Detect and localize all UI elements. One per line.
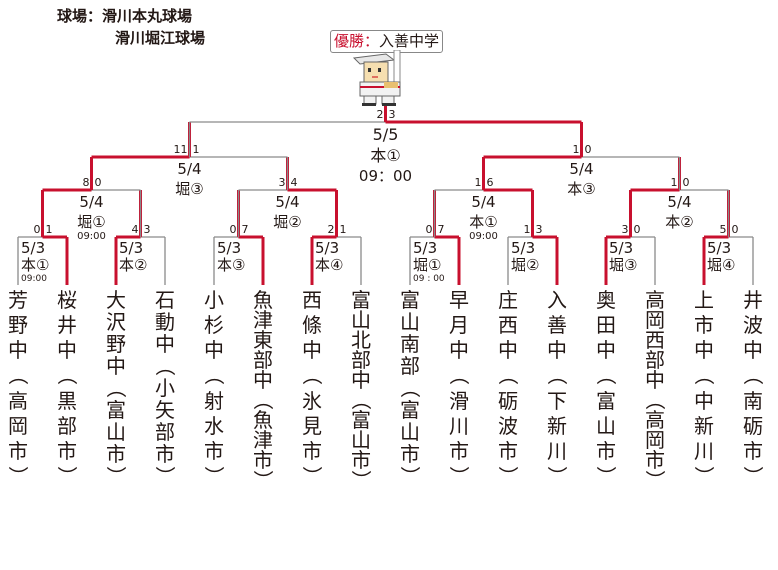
match-time: 09:00: [469, 231, 498, 242]
team-name: 魚津東部中（魚津市）: [251, 288, 275, 490]
match-venue: 本④: [315, 256, 344, 274]
score-left: 5: [719, 223, 727, 236]
team-name: 入善中（下新川）: [545, 288, 569, 486]
score-right: 1: [192, 143, 200, 156]
team-name: 富山南部（富山市）: [398, 288, 422, 486]
champion-box: 優勝：入善中学: [330, 30, 444, 53]
score-right: 0: [633, 223, 641, 236]
team-name: 井波中（南砺市）: [741, 288, 765, 486]
match-venue: 堀①: [77, 213, 106, 231]
score-left: 2: [376, 108, 384, 121]
team-name: 桜井中（黒部市）: [55, 288, 79, 486]
match-date: 5/3: [609, 239, 634, 257]
match-date: 5/3: [413, 239, 438, 257]
score-left: 4: [131, 223, 139, 236]
team-name: 高岡西部中（高岡市）: [643, 288, 667, 490]
match-time: 09:00: [77, 231, 106, 242]
score-left: 1: [572, 143, 580, 156]
team-name: 奥田中（富山市）: [594, 288, 618, 486]
match-venue: 堀②: [511, 256, 540, 274]
score-right: 7: [241, 223, 249, 236]
score-right: 0: [731, 223, 739, 236]
score-right: 3: [143, 223, 151, 236]
match-venue: 堀③: [175, 180, 204, 198]
team-name: 石動中（小矢部市）: [153, 288, 177, 486]
score-right: 0: [584, 143, 592, 156]
score-right: 1: [339, 223, 347, 236]
match-venue: 本①: [21, 256, 50, 274]
match-date: 5/4: [569, 160, 594, 178]
score-left: 3: [621, 223, 629, 236]
match-venue: 本①: [469, 213, 498, 231]
match-venue: 堀②: [273, 213, 302, 231]
team-name: 小杉中（射水市）: [202, 288, 226, 486]
match-date: 5/3: [21, 239, 46, 257]
match-date: 5/4: [275, 193, 300, 211]
match-time: 09 : 00: [413, 274, 445, 284]
match-date: 5/4: [79, 193, 104, 211]
match-time: 09:00: [21, 274, 47, 284]
score-right: 0: [682, 176, 690, 189]
match-venue: 本③: [567, 180, 596, 198]
match-date: 5/3: [315, 239, 340, 257]
team-name: 上市中（中新川）: [692, 288, 716, 486]
score-left: 8: [82, 176, 90, 189]
score-right: 1: [45, 223, 53, 236]
team-name: 富山北部中（富山市）: [349, 288, 373, 490]
champion-label: 優勝：: [334, 32, 380, 50]
match-venue: 堀①: [413, 256, 442, 274]
match-date: 5/5: [372, 125, 399, 144]
match-date: 5/3: [119, 239, 144, 257]
match-venue: 本①: [370, 146, 401, 165]
score-left: 1: [523, 223, 531, 236]
match-date: 5/4: [471, 193, 496, 211]
team-name: 早月中（滑川市）: [447, 288, 471, 486]
mascot-icon: [352, 50, 401, 106]
match-date: 5/4: [667, 193, 692, 211]
score-left: 0: [33, 223, 41, 236]
score-left: 11: [173, 143, 188, 156]
score-right: 6: [486, 176, 494, 189]
score-right: 4: [290, 176, 298, 189]
score-right: 0: [94, 176, 102, 189]
score-right: 3: [388, 108, 396, 121]
score-right: 7: [437, 223, 445, 236]
score-left: 0: [425, 223, 433, 236]
team-name: 芳野中（高岡市）: [6, 288, 30, 486]
match-date: 5/3: [707, 239, 732, 257]
match-venue: 本②: [119, 256, 148, 274]
team-name: 大沢野中（富山市）: [104, 288, 128, 486]
match-venue: 本②: [665, 213, 694, 231]
team-name: 庄西中（砺波市）: [496, 288, 520, 486]
match-venue: 堀③: [609, 256, 638, 274]
champion-team: 入善中学: [379, 32, 440, 50]
score-left: 2: [327, 223, 335, 236]
team-name: 西條中（氷見市）: [300, 288, 324, 486]
match-time: 09：00: [358, 167, 413, 185]
venue-label: 球場：滑川本丸球場: [57, 7, 193, 25]
score-left: 3: [278, 176, 286, 189]
match-date: 5/4: [177, 160, 202, 178]
match-date: 5/3: [217, 239, 242, 257]
venue-secondary: 滑川堀江球場: [115, 29, 206, 47]
score-right: 3: [535, 223, 543, 236]
match-date: 5/3: [511, 239, 536, 257]
match-venue: 堀④: [707, 256, 736, 274]
score-left: 0: [229, 223, 237, 236]
match-venue: 本③: [217, 256, 246, 274]
score-left: 1: [670, 176, 678, 189]
score-left: 1: [474, 176, 482, 189]
